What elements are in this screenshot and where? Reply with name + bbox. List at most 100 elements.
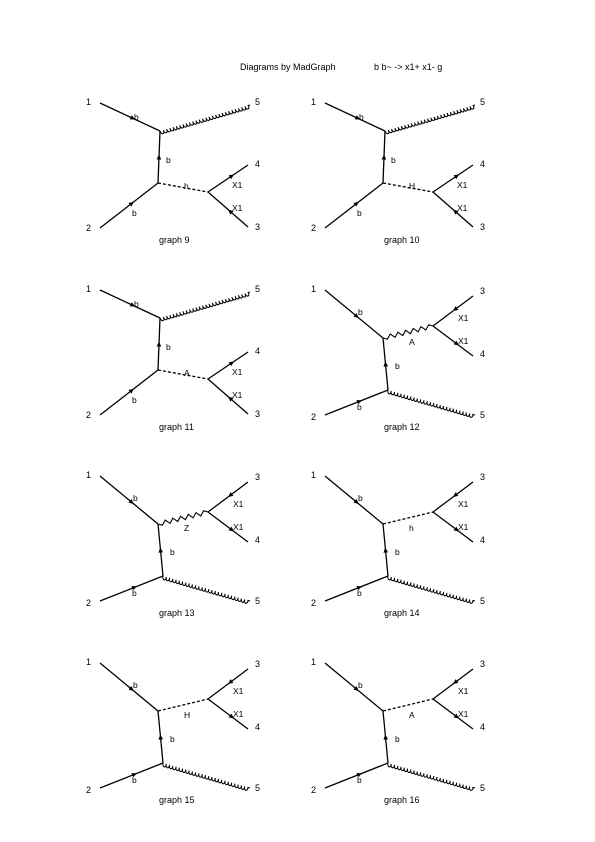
line-label-x1: X1	[458, 686, 469, 696]
line-label-x1: X1	[232, 390, 243, 400]
fermion-arrow	[383, 734, 389, 740]
gluon-line	[387, 762, 476, 791]
line-label-b: b	[357, 775, 362, 785]
external-label-top: 3	[480, 472, 485, 482]
external-label-5: 5	[480, 596, 485, 606]
fermion-arrow	[228, 492, 234, 497]
fermion-arrow	[353, 499, 359, 504]
external-label-5: 5	[480, 410, 485, 420]
line-label-x1: X1	[232, 203, 243, 213]
fermion-arrow	[356, 586, 362, 591]
scalar-propagator	[157, 698, 209, 712]
line-label-x1: X1	[458, 709, 469, 719]
external-label-2: 2	[86, 785, 91, 795]
external-label-bottom: 3	[480, 222, 485, 232]
propagator-label: h	[409, 523, 414, 533]
propagator-label: A	[409, 710, 415, 720]
external-label-2: 2	[86, 598, 91, 608]
external-label-2: 2	[311, 412, 316, 422]
external-label-top: 3	[480, 286, 485, 296]
external-label-1: 1	[86, 284, 91, 294]
external-label-2: 2	[86, 410, 91, 420]
line-label-b: b	[395, 734, 400, 744]
external-label-bottom: 4	[255, 535, 260, 545]
line-label-b: b	[357, 402, 362, 412]
incoming-line-1	[324, 475, 384, 525]
line-label-b: b	[134, 299, 139, 309]
line-label-b: b	[395, 361, 400, 371]
external-label-1: 1	[311, 657, 316, 667]
fermion-arrow	[131, 773, 137, 778]
fermion-arrow	[453, 492, 459, 497]
line-label-x1: X1	[233, 709, 244, 719]
photon-propagator	[157, 510, 209, 526]
gluon-line	[159, 291, 251, 322]
line-label-x1: X1	[233, 522, 244, 532]
outgoing-x1-bottom	[432, 511, 474, 543]
external-label-5: 5	[480, 97, 485, 107]
line-label-b: b	[133, 680, 138, 690]
line-label-b: b	[170, 547, 175, 557]
line-label-x1: X1	[233, 499, 244, 509]
external-label-5: 5	[255, 783, 260, 793]
scalar-propagator	[382, 511, 434, 525]
external-label-1: 1	[311, 97, 316, 107]
scalar-propagator	[382, 698, 434, 712]
graph-caption: graph 11	[159, 422, 194, 432]
scalar-propagator	[382, 182, 434, 193]
external-label-bottom: 4	[480, 535, 485, 545]
line-label-b: b	[133, 493, 138, 503]
incoming-line-2	[99, 575, 164, 602]
fermion-arrow	[129, 115, 136, 120]
fermion-arrow	[228, 396, 234, 402]
fermion-arrow	[381, 154, 387, 160]
line-label-b: b	[358, 307, 363, 317]
gluon-line	[162, 762, 251, 791]
graph-caption: graph 9	[159, 235, 190, 245]
line-label-x1: X1	[458, 313, 469, 323]
gluon-line	[387, 389, 476, 418]
external-label-bottom: 4	[255, 722, 260, 732]
graph-caption: graph 13	[159, 608, 195, 618]
incoming-line-1	[324, 289, 384, 339]
external-label-1: 1	[311, 470, 316, 480]
outgoing-x1-bottom	[207, 698, 249, 730]
line-label-x1: X1	[458, 499, 469, 509]
external-label-top: 4	[255, 346, 260, 356]
gluon-line	[387, 575, 476, 604]
fermion-arrow	[453, 679, 459, 684]
graph-caption: graph 10	[384, 235, 420, 245]
outgoing-x1-bottom	[432, 698, 474, 730]
fermion-arrow	[131, 586, 137, 591]
incoming-line-2	[324, 389, 389, 416]
incoming-line-1	[324, 102, 386, 132]
line-label-b: b	[166, 342, 171, 352]
line-label-b: b	[132, 208, 137, 218]
propagator-label: H	[184, 710, 190, 720]
incoming-line-1	[99, 662, 159, 712]
outgoing-x1-bottom	[207, 191, 249, 228]
incoming-line-2	[99, 369, 159, 416]
fermion-arrow	[129, 302, 136, 307]
propagator-label: A	[184, 368, 190, 378]
external-label-2: 2	[311, 223, 316, 233]
fermion-arrow	[453, 174, 460, 180]
outgoing-x1-top	[432, 164, 474, 193]
line-label-x1: X1	[232, 180, 243, 190]
fermion-arrow	[128, 388, 134, 394]
fermion-arrow	[228, 679, 234, 684]
line-label-b: b	[132, 395, 137, 405]
header-process: b b~ -> x1+ x1- g	[374, 62, 443, 72]
fermion-arrow	[383, 547, 389, 553]
fermion-arrow	[128, 686, 134, 691]
external-label-bottom: 3	[255, 222, 260, 232]
external-label-5: 5	[255, 284, 260, 294]
line-label-b: b	[132, 588, 137, 598]
external-label-top: 4	[480, 159, 485, 169]
fermion-arrow	[353, 313, 359, 318]
